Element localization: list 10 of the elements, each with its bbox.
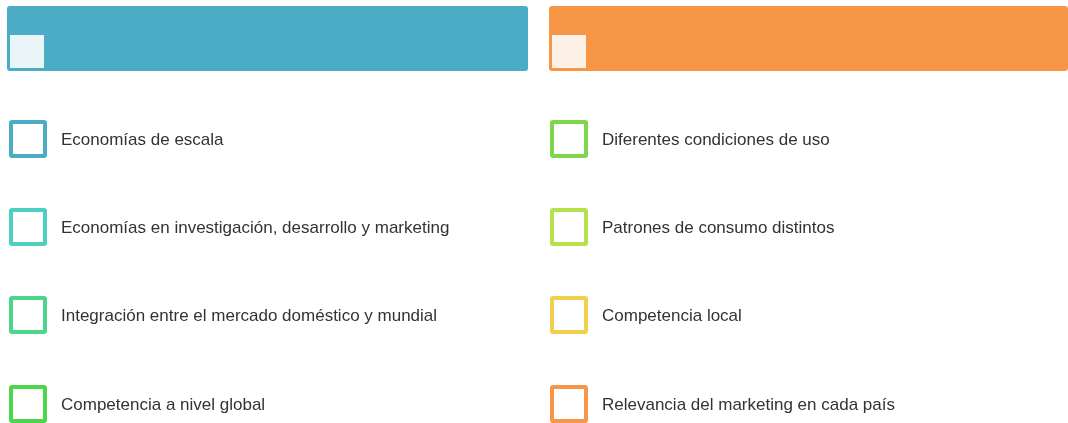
item-text: Economías en investigación, desarrollo y marketing — [61, 217, 451, 238]
item-text: Economías de escala — [61, 129, 225, 150]
item-text: Competencia local — [602, 305, 743, 326]
header-bar — [549, 6, 1068, 71]
item-text: Integración entre el mercado doméstico y mundial — [61, 305, 439, 326]
item-text: Competencia a nivel global — [61, 394, 267, 415]
item-text: Relevancia del marketing en cada país — [602, 394, 896, 415]
item-text: Patrones de consumo distintos — [602, 217, 836, 238]
item-text: Diferentes condiciones de uso — [602, 129, 831, 150]
header-bar — [7, 6, 528, 71]
